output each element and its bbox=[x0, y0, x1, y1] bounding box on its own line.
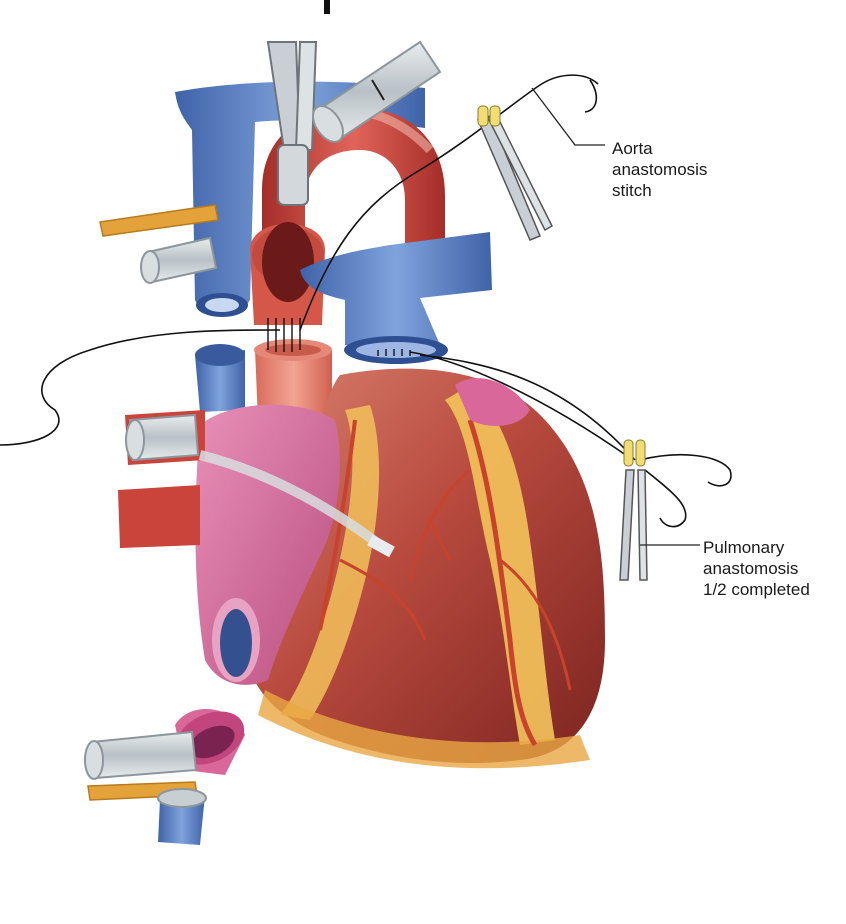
needle-holder-aorta bbox=[476, 105, 553, 241]
pulmonary-label-line-1: Pulmonary bbox=[703, 538, 785, 557]
right-atrium bbox=[195, 404, 340, 685]
vascular-clamp bbox=[266, 41, 318, 206]
left-upper-tubes bbox=[99, 204, 219, 284]
suture-threads bbox=[0, 74, 732, 528]
superior-vena-cava bbox=[175, 81, 425, 317]
ivc-cannula bbox=[84, 708, 245, 845]
aorta-label-line-2: anastomosis bbox=[612, 160, 708, 179]
pulmonary-label-line-3: 1/2 completed bbox=[703, 580, 810, 599]
svc-cannula bbox=[312, 40, 442, 143]
aorta-label-line-3: stitch bbox=[612, 181, 652, 200]
pulmonary-anastomosis-label: Pulmonary anastomosis 1/2 completed bbox=[703, 537, 810, 600]
leader-lines bbox=[531, 87, 700, 546]
needle-holder-pulmonary bbox=[619, 439, 648, 581]
aorta-anastomosis-label: Aorta anastomosis stitch bbox=[612, 138, 707, 201]
aorta-label-line-1: Aorta bbox=[612, 139, 653, 158]
anastomosis-stitches bbox=[267, 318, 411, 356]
recipient-pulmonary-artery bbox=[300, 232, 492, 364]
pulmonary-label-line-2: anastomosis bbox=[703, 559, 799, 578]
recipient-aorta-cuff bbox=[250, 222, 325, 325]
left-vessels bbox=[118, 410, 395, 558]
top-edge-mark bbox=[324, 0, 330, 14]
vessel-stumps bbox=[195, 339, 332, 420]
